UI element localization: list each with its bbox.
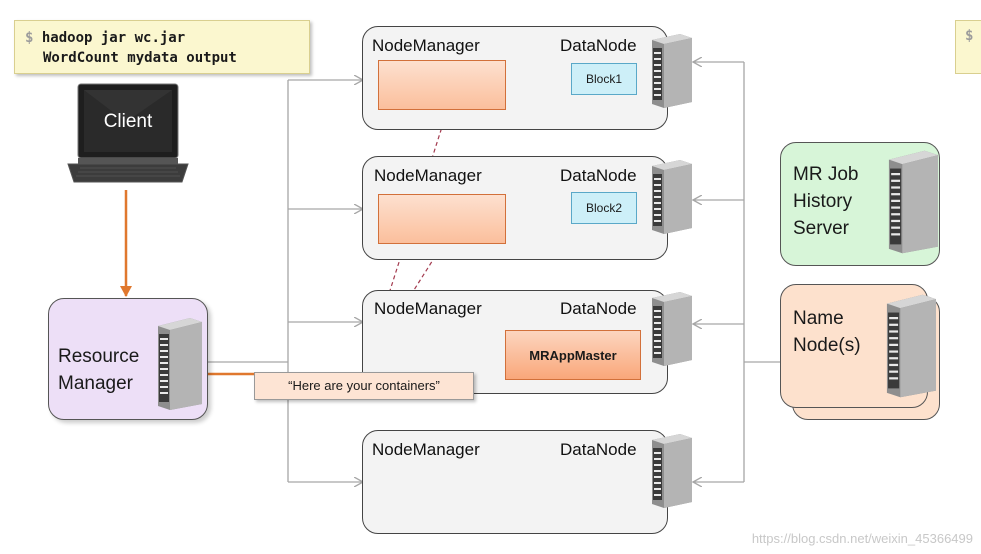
name-node-server-icon [878, 294, 936, 403]
block-2: Block2 [571, 192, 637, 224]
block-1: Block1 [571, 63, 637, 95]
node-2-container [378, 194, 506, 244]
mrappmaster-box: MRAppMaster [505, 330, 641, 380]
command-box: $ hadoop jar wc.jar WordCount mydata out… [14, 20, 310, 74]
resource-manager-line-1: Resource [58, 346, 140, 367]
server-icon [150, 318, 202, 415]
command-line-1: hadoop jar wc.jar [41, 30, 186, 46]
node-2-nodemanager-label: NodeManager [374, 166, 482, 185]
node-1-container [378, 60, 506, 110]
node-2-server-icon [646, 160, 692, 239]
watermark: https://blog.csdn.net/weixin_45366499 [751, 531, 973, 546]
name-node-line-2: Node(s) [793, 335, 861, 356]
laptop-icon [67, 83, 189, 183]
mr-job-history-line-2: History [793, 191, 853, 212]
node-4-datanode-label: DataNode [560, 440, 637, 459]
node-3-datanode-label: DataNode [560, 299, 637, 318]
containers-callout: “Here are your containers” [254, 372, 474, 400]
history-server-icon [880, 150, 938, 259]
name-node-line-1: Name [793, 308, 844, 329]
mr-job-history-line-1: MR Job [793, 164, 859, 185]
second-command-box: $ [955, 20, 981, 74]
node-3-server-icon [646, 292, 692, 371]
node-1-nodemanager-label: NodeManager [372, 36, 480, 55]
resource-manager-line-2: Manager [58, 373, 133, 394]
node-2-datanode-label: DataNode [560, 166, 637, 185]
command-line-2: WordCount mydata output [43, 50, 237, 66]
prompt-symbol: $ [25, 30, 34, 46]
node-1-server-icon [646, 34, 692, 113]
node-4-server-icon [646, 434, 692, 513]
node-4-nodemanager-label: NodeManager [372, 440, 480, 459]
client-label: Client [103, 111, 153, 132]
node-3-nodemanager-label: NodeManager [374, 299, 482, 318]
mr-job-history-line-3: Server [793, 218, 849, 239]
node-1-datanode-label: DataNode [560, 36, 637, 55]
second-prompt-symbol: $ [965, 28, 974, 44]
